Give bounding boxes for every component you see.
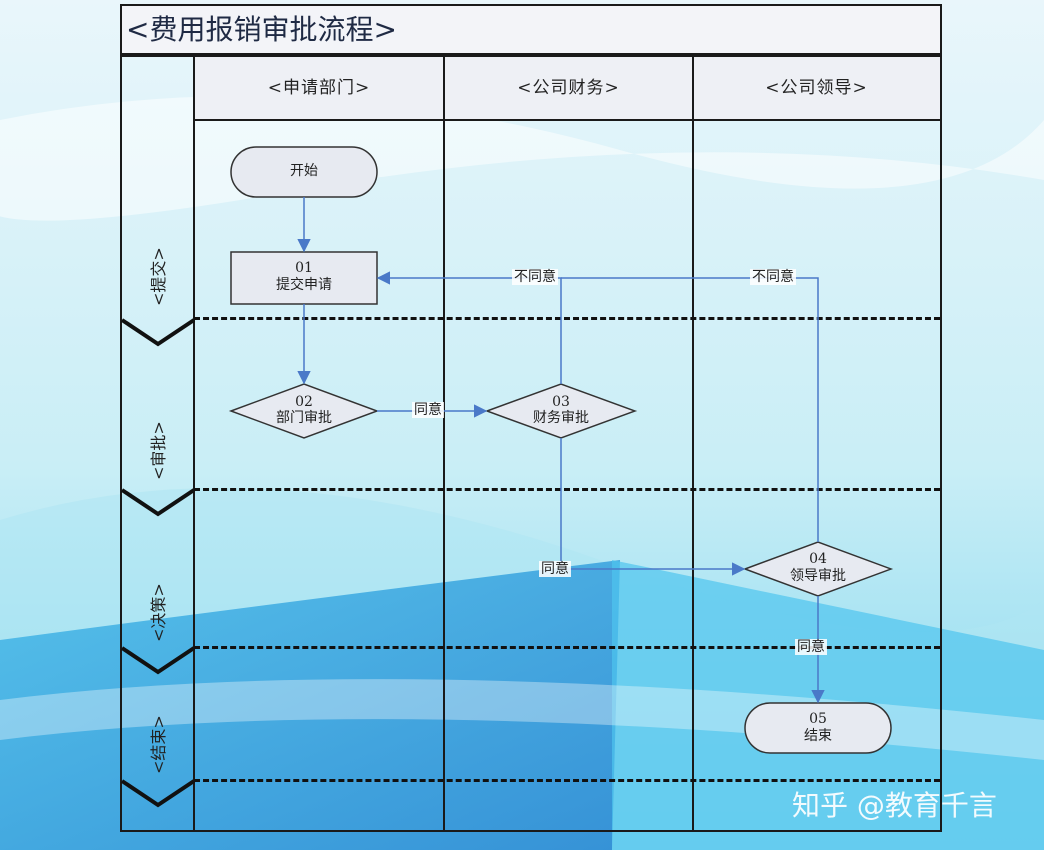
phase-separator-end [194, 779, 940, 782]
edge-label-reject-04: 不同意 [750, 269, 796, 285]
phase-separator-submit [194, 317, 940, 320]
node-04-id: 04 [809, 551, 827, 567]
watermark: 知乎 @教育千言 [792, 789, 997, 822]
header-divider [122, 55, 940, 57]
node-03-label: 财务审批 [533, 410, 589, 426]
node-01-id: 01 [295, 260, 313, 276]
edge-label-reject-03: 不同意 [512, 269, 558, 285]
node-03-id: 03 [552, 394, 570, 410]
connectors [297, 197, 825, 704]
edge-label-agree-03-04: 同意 [539, 561, 571, 577]
node-04-shape [742, 541, 894, 597]
node-02-label: 部门审批 [276, 410, 332, 426]
node-start-label: 开始 [290, 163, 318, 179]
lane-header-leader: <公司领导> [693, 57, 940, 121]
phase-separator-decide [194, 646, 940, 649]
diagram-title: <费用报销审批流程> [122, 6, 940, 55]
lane-header-applicant: <申请部门> [194, 57, 444, 121]
phase-chevrons [120, 318, 196, 808]
node-04-label: 领导审批 [790, 568, 846, 584]
lane-divider-1 [443, 57, 445, 832]
phase-separator-approve [194, 488, 940, 491]
node-03-shape [484, 383, 638, 439]
edge-label-agree-04-05: 同意 [795, 639, 827, 655]
diagram-frame [120, 4, 942, 832]
edge-label-agree-02-03: 同意 [412, 402, 444, 418]
lane-divider-2 [692, 57, 694, 832]
node-01-label: 提交申请 [276, 277, 332, 293]
node-02-id: 02 [295, 394, 313, 410]
lane-header-finance: <公司财务> [444, 57, 693, 121]
node-05-id: 05 [809, 711, 827, 727]
node-05-label: 结束 [804, 728, 832, 744]
phase-column-divider [193, 57, 195, 832]
